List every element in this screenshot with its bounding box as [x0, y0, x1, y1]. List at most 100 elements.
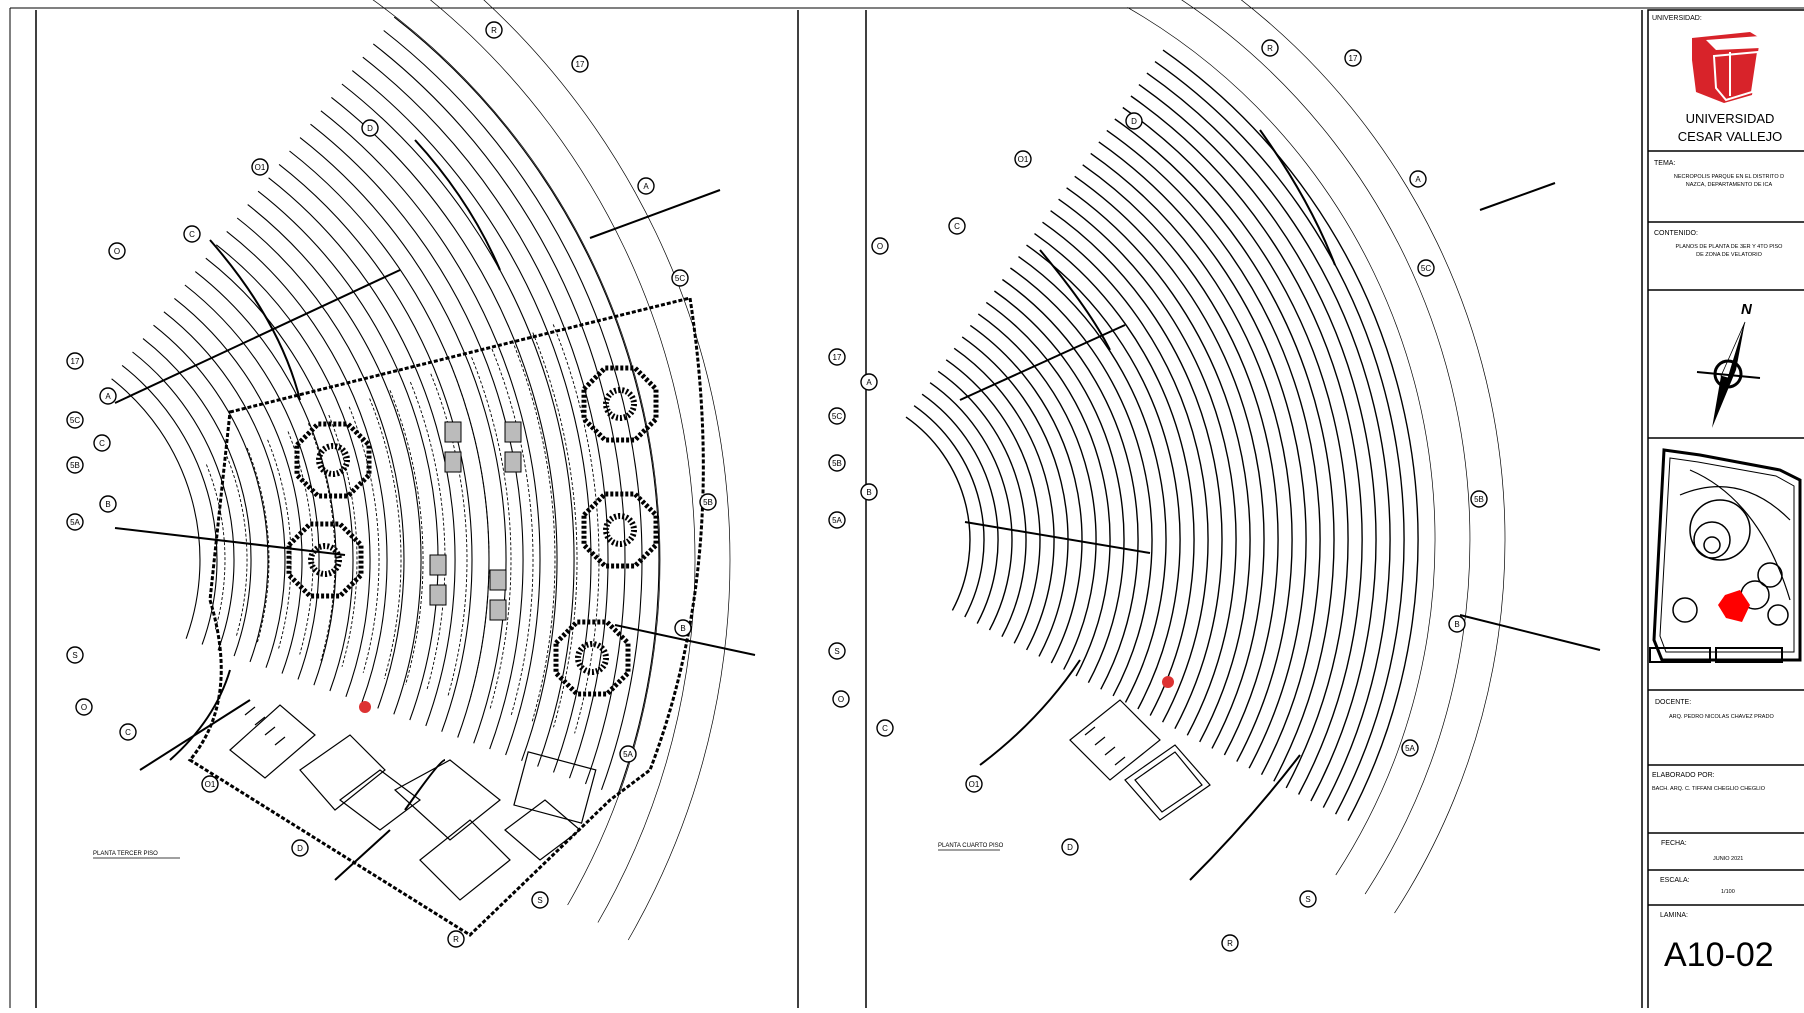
left-upper-ring-arc [331, 96, 558, 761]
left-seating-row-arc [430, 373, 468, 698]
left-upper-ring-arc [205, 257, 354, 692]
right-grid-bubble-label: D [1067, 843, 1073, 852]
right-grid-bubble: 5A [1401, 739, 1419, 757]
left-upper-ring-arc [257, 190, 439, 721]
right-grid-bubble: B [860, 483, 878, 501]
left-seating-row-arc [511, 340, 556, 722]
right-ring-arc [1106, 129, 1321, 776]
left-outer-grid-arc [429, 0, 696, 923]
left-upper-ring-arc [215, 244, 371, 697]
right-grid-bubble-label: O [838, 695, 844, 704]
left-grid-bubble-label: B [105, 500, 110, 509]
left-seating-row-arc [532, 332, 578, 728]
right-grid-bubble-label: C [954, 222, 960, 231]
left-outer-grid-arc [483, 0, 731, 941]
right-floor-plan [905, 0, 1506, 914]
left-upper-ring-arc [289, 150, 490, 738]
right-grid-bubble-label: C [882, 724, 888, 733]
left-grid-bubble: 5B [66, 456, 84, 474]
grid-axis-bubbles: R17DO1ACO5C17A5C5BB5A5BCBSOCO1D5ASRR17DO… [66, 21, 1488, 952]
right-grid-bubble-label: 5B [1474, 495, 1484, 504]
right-ring-arc [1130, 95, 1363, 795]
left-grid-bubble: C [119, 723, 137, 741]
right-ring-arc [945, 359, 1041, 644]
right-grid-bubble-label: 5A [832, 516, 842, 525]
round-table-cluster-3 [581, 491, 659, 569]
fecha-value: JUNIO 2021 [1713, 856, 1743, 862]
rect-table-group-1 [429, 421, 522, 621]
left-grid-bubble: C [93, 434, 111, 452]
right-outer-grid-arc [1181, 0, 1471, 895]
left-upper-ring-arc [320, 110, 541, 756]
left-upper-ring-arc [163, 311, 286, 668]
left-plan-title: PLANTA TERCER PISO [93, 851, 158, 857]
right-grid-bubble: 5B [1470, 490, 1488, 508]
left-upper-ring-arc [310, 123, 524, 750]
left-seating-row-arc [491, 348, 534, 716]
left-upper-ring-arc [299, 137, 507, 744]
right-ring-arc [953, 347, 1055, 651]
left-marker-dot [359, 701, 371, 713]
north-arrow-icon: N [1696, 301, 1761, 428]
left-grid-bubble-label: R [491, 26, 497, 35]
lamina-label: LAMINA: [1660, 912, 1688, 919]
left-seating-row-arc [348, 406, 380, 673]
left-grid-bubble: 5A [619, 745, 637, 763]
left-seating-row-arc [409, 381, 446, 692]
right-grid-bubble: R [1261, 39, 1279, 57]
escala-value: 1/100 [1721, 889, 1735, 895]
right-plan-frame [865, 10, 1643, 1008]
left-seating-row-arc [389, 390, 424, 686]
left-grid-bubble: R [447, 930, 465, 948]
left-grid-bubble: R [485, 21, 503, 39]
left-grid-bubble: 5B [699, 493, 717, 511]
right-grid-bubble: 5A [828, 511, 846, 529]
left-grid-bubble-label: O [81, 703, 87, 712]
right-ring-arc [1009, 267, 1153, 697]
right-grid-bubble: 17 [828, 348, 846, 366]
left-seating-row-arc [471, 357, 512, 710]
left-grid-bubble: S [66, 646, 84, 664]
right-grid-bubble-label: 5A [1405, 744, 1415, 753]
right-grid-bubble: D [1061, 838, 1079, 856]
left-upper-ring-arc [383, 30, 643, 790]
left-upper-ring-arc [372, 43, 626, 785]
round-table-cluster-4 [286, 521, 364, 599]
contenido-line2: DE ZONA DE VELATORIO [1696, 252, 1763, 258]
right-ring-arc [969, 324, 1083, 664]
left-upper-ring-arc [174, 297, 303, 674]
right-grid-bubble-label: 5C [1421, 264, 1431, 273]
left-grid-bubble-label: S [537, 896, 542, 905]
right-grid-bubble: A [860, 373, 878, 391]
right-outer-grid-arc [1240, 0, 1506, 914]
left-grid-bubble-label: R [453, 935, 459, 944]
left-grid-bubble: A [637, 177, 655, 195]
round-table-cluster-2 [581, 365, 659, 443]
left-upper-ring-arc [268, 177, 456, 727]
right-ring-arc [1058, 198, 1237, 736]
right-marker-dot [1162, 676, 1174, 688]
contenido-label: CONTENIDO: [1654, 230, 1698, 237]
right-ring-arc [1001, 278, 1139, 690]
contenido-line1: PLANOS DE PLANTA DE 3ER Y 4TO PISO [1676, 244, 1784, 250]
right-grid-bubble-label: D [1131, 117, 1137, 126]
left-grid-bubble-label: 5C [675, 274, 685, 283]
right-ring-arc [937, 370, 1027, 638]
round-table-cluster-1 [294, 421, 372, 499]
right-ring-arc [921, 393, 999, 624]
docente-value: ARQ. PEDRO NICOLAS CHAVEZ PRADO [1669, 714, 1774, 720]
left-grid-bubble: 5C [671, 269, 689, 287]
right-grid-bubble: O [832, 690, 850, 708]
left-seating-row-arc [328, 414, 358, 667]
right-grid-bubble-label: B [866, 488, 871, 497]
right-ring-arc [1050, 210, 1223, 730]
left-upper-ring-arc [351, 70, 592, 773]
right-grid-bubble: O1 [965, 775, 983, 793]
right-ring-arc [1122, 106, 1349, 789]
elaborado-value: BACH. ARQ. C. TIFFANI CHEGLIO CHEGLIO [1652, 786, 1766, 792]
left-grid-bubble: O1 [251, 158, 269, 176]
right-grid-bubble-label: B [1454, 620, 1459, 629]
right-grid-bubble-label: S [834, 647, 839, 656]
